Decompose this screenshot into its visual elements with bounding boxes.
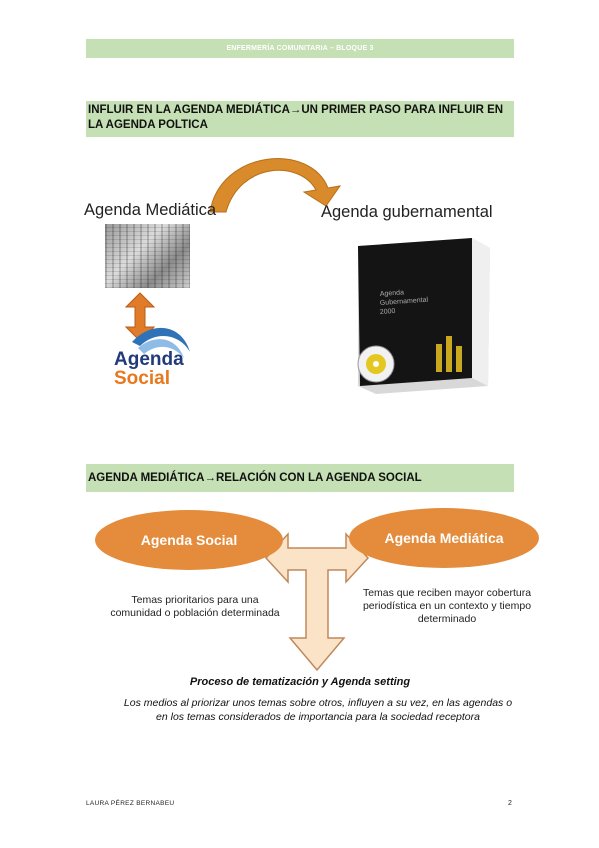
process-description: Los medios al priorizar unos temas sobre… [123,697,513,723]
section-title-2: AGENDA MEDIÁTICA→RELACIÓN CON LA AGENDA … [86,464,514,492]
agenda-social-logo-text: Agenda Social [114,350,194,388]
desc-agenda-mediatica: Temas que reciben mayor cobertura period… [362,587,532,625]
book-title-line2: Gubernamental [380,297,429,307]
oval-agenda-mediatica: Agenda Mediática [349,508,539,568]
page-header: ENFERMERÍA COMUNITARIA – BLOQUE 3 [86,39,514,58]
logo-word-agenda: Agenda [114,349,184,370]
logo-word-social: Social [114,368,170,389]
agenda-social-logo [132,327,190,358]
t-arrow [264,532,370,672]
desc-agenda-social: Temas prioritarios para una comunidad o … [110,594,280,619]
book-title-line3: 2000 [380,308,396,316]
footer-author: LAURA PÉREZ BERNABEU [86,800,175,807]
newspapers-image [105,224,190,288]
oval-agenda-social: Agenda Social [95,510,283,570]
label-agenda-gubernamental: Agenda gubernamental [321,203,493,221]
curved-arrow [209,158,342,213]
footer-page-number: 2 [508,800,512,807]
agenda-book-image: Agenda Gubernamental 2000 [357,238,490,394]
section-title-1: INFLUIR EN LA AGENDA MEDIÁTICA→UN PRIMER… [86,101,514,137]
book-title-line1: Agenda [380,289,405,298]
label-agenda-mediatica: Agenda Mediática [84,201,217,219]
process-title: Proceso de tematización y Agenda setting [189,676,411,688]
